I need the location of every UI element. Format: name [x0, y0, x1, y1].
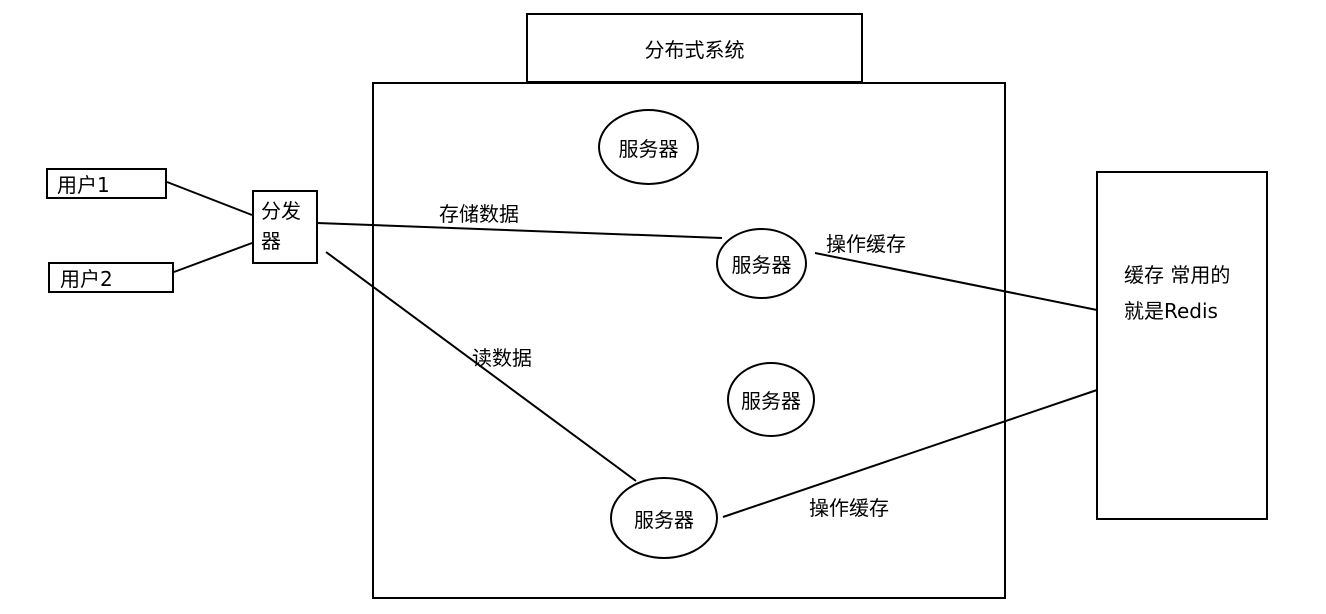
cache-label-line1: 缓存 常用的	[1124, 263, 1231, 287]
dispatcher-label: 分发 器	[261, 196, 301, 256]
user-2-box: 用户2	[48, 262, 174, 293]
dispatcher-box: 分发 器	[252, 190, 318, 264]
dispatcher-label-line1: 分发	[261, 199, 301, 223]
user-2-label: 用户2	[60, 267, 113, 291]
server-node-top: 服务器	[598, 109, 699, 185]
system-container	[372, 82, 1006, 599]
edge-user2-dispatcher	[173, 242, 253, 273]
cache-box: 缓存 常用的 就是Redis	[1096, 171, 1268, 520]
server-label: 服务器	[731, 253, 792, 277]
server-label: 服务器	[634, 507, 694, 532]
user-1-box: 用户1	[46, 168, 167, 199]
edge-dispatcher-server-store	[316, 222, 723, 239]
system-title-box: 分布式系统	[526, 13, 863, 83]
cache-label-line2: 就是Redis	[1124, 299, 1218, 323]
edge-dispatcher-server-read	[325, 251, 637, 482]
server-label: 服务器	[618, 136, 679, 161]
server-node-middle: 服务器	[727, 362, 815, 437]
edge-label-store-data: 存储数据	[439, 202, 519, 226]
system-title: 分布式系统	[644, 37, 745, 62]
user-1-label: 用户1	[57, 173, 110, 197]
server-label: 服务器	[741, 389, 801, 413]
server-node-read: 服务器	[610, 477, 718, 559]
dispatcher-label-line2: 器	[261, 229, 281, 253]
edge-user1-dispatcher	[166, 181, 253, 216]
cache-label: 缓存 常用的 就是Redis	[1124, 257, 1230, 329]
edge-server-cache-1	[814, 252, 1098, 311]
server-node-store: 服务器	[716, 228, 807, 299]
edge-label-operate-cache-2: 操作缓存	[809, 496, 889, 520]
edge-server-cache-2	[722, 389, 1098, 518]
edge-label-operate-cache-1: 操作缓存	[826, 232, 906, 256]
edge-label-read-data: 读数据	[472, 346, 532, 370]
